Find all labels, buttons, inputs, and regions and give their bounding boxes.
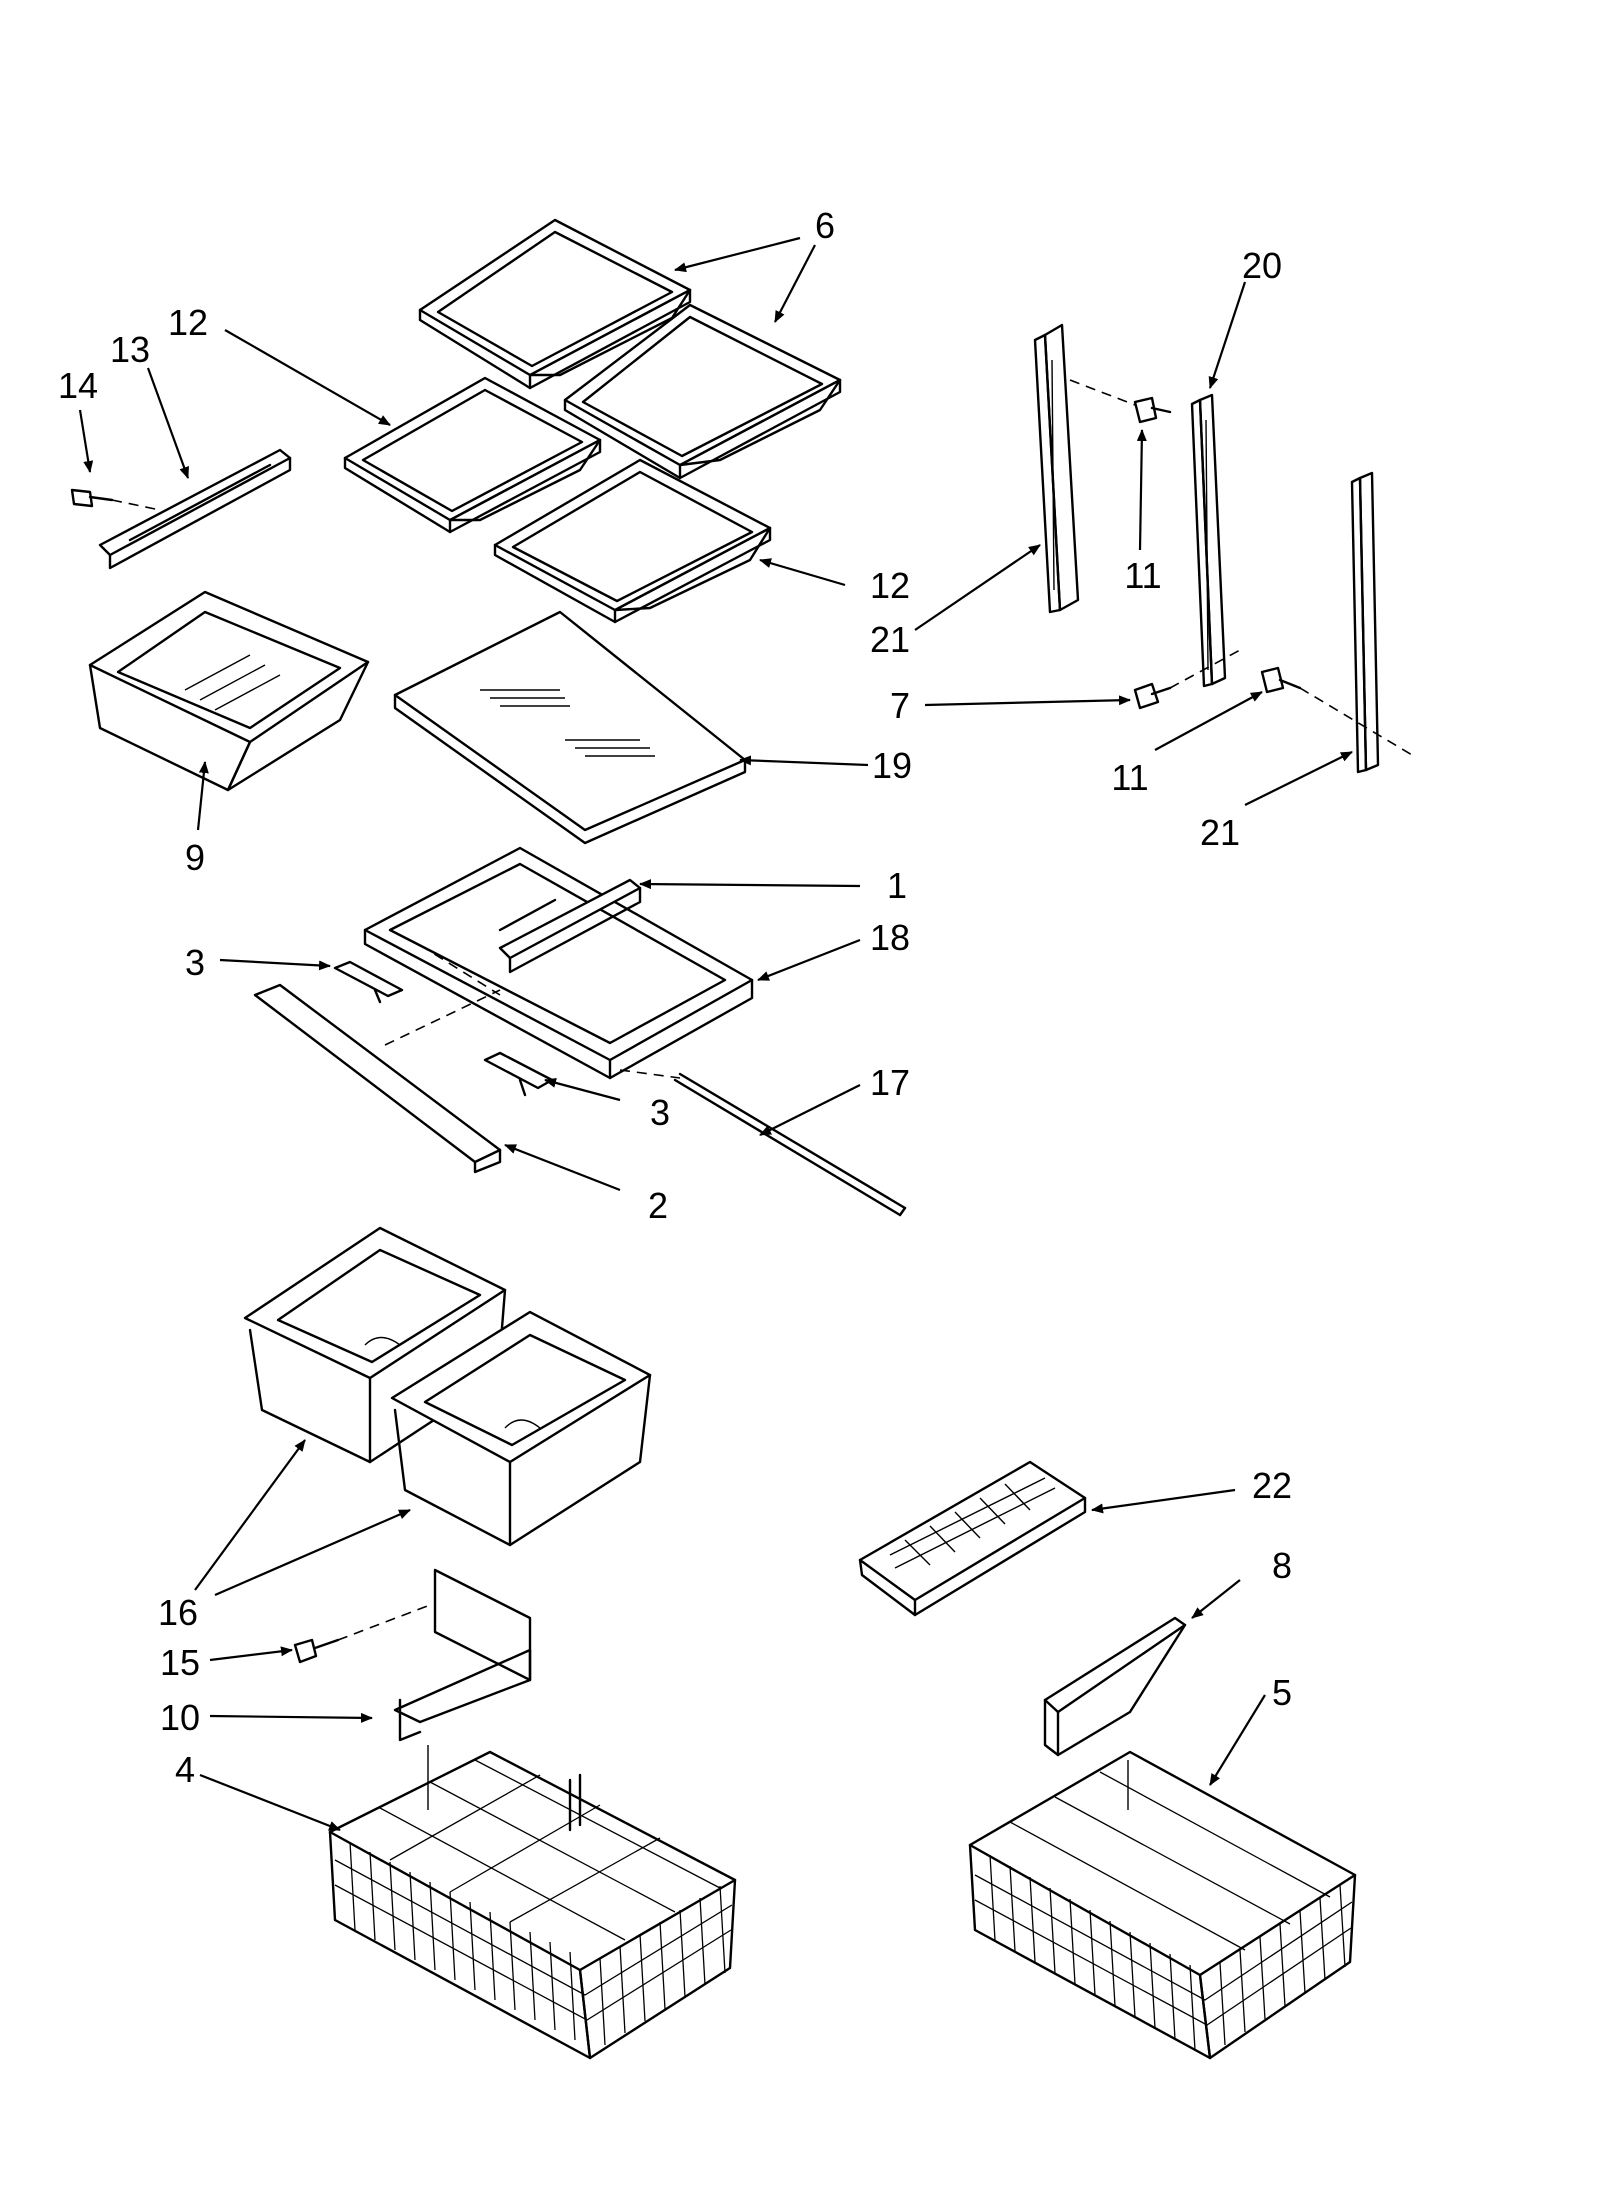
callout-14: 14 [58,365,98,406]
callout-5: 5 [1272,1672,1292,1713]
callout-18: 18 [870,917,910,958]
screw-15 [293,1604,431,1664]
callout-12-upper: 12 [168,302,208,343]
rail-21-right [1350,471,1380,774]
callout-12-lower: 12 [870,565,910,606]
ice-tray-22 [858,1460,1087,1617]
divider-10 [393,1568,532,1742]
callout-11-lower: 11 [1111,757,1148,798]
callout-21-right: 21 [1200,812,1240,853]
shelf-6-right [563,303,842,480]
callout-20: 20 [1242,245,1282,286]
drawer-16-right [390,1310,652,1547]
callout-19: 19 [872,745,912,786]
callout-16: 16 [158,1592,198,1633]
glass-shelf-19 [393,610,747,845]
shelf-frame-18 [363,846,754,1080]
callout-6: 6 [815,205,835,246]
screw-11-lower [1260,666,1302,694]
trim-2 [253,983,502,1174]
callout-7: 7 [890,685,910,726]
callout-21-left: 21 [870,619,910,660]
shelf-12-left [343,376,602,534]
callout-2: 2 [648,1185,668,1226]
clip-3a [333,960,404,1004]
leader-lines [78,236,1353,1832]
slide-rail-13 [98,448,292,570]
rail-20 [1190,393,1227,688]
callout-22: 22 [1252,1465,1292,1506]
rail-21-left [1033,323,1080,614]
callout-4: 4 [175,1749,195,1790]
crisper-pan-9 [88,590,370,792]
wire-basket-4 [328,1750,737,2060]
callout-11-upper: 11 [1124,555,1161,596]
basket-divider-8 [1043,1616,1187,1757]
screw-7 [1133,682,1172,710]
rod-17 [673,1072,907,1217]
clip-3b [483,1051,554,1097]
callout-3-right: 3 [650,1092,670,1133]
callout-15: 15 [160,1642,200,1683]
shelf-12-right [493,458,772,624]
screw-14 [70,488,161,511]
callout-13: 13 [110,329,150,370]
callout-9: 9 [185,837,205,878]
callout-10: 10 [160,1697,200,1738]
callout-1: 1 [887,865,907,906]
callout-3-left: 3 [185,942,205,983]
callout-8: 8 [1272,1545,1292,1586]
callout-17: 17 [870,1062,910,1103]
wire-basket-5 [968,1750,1357,2060]
screw-11-upper [1133,396,1172,424]
